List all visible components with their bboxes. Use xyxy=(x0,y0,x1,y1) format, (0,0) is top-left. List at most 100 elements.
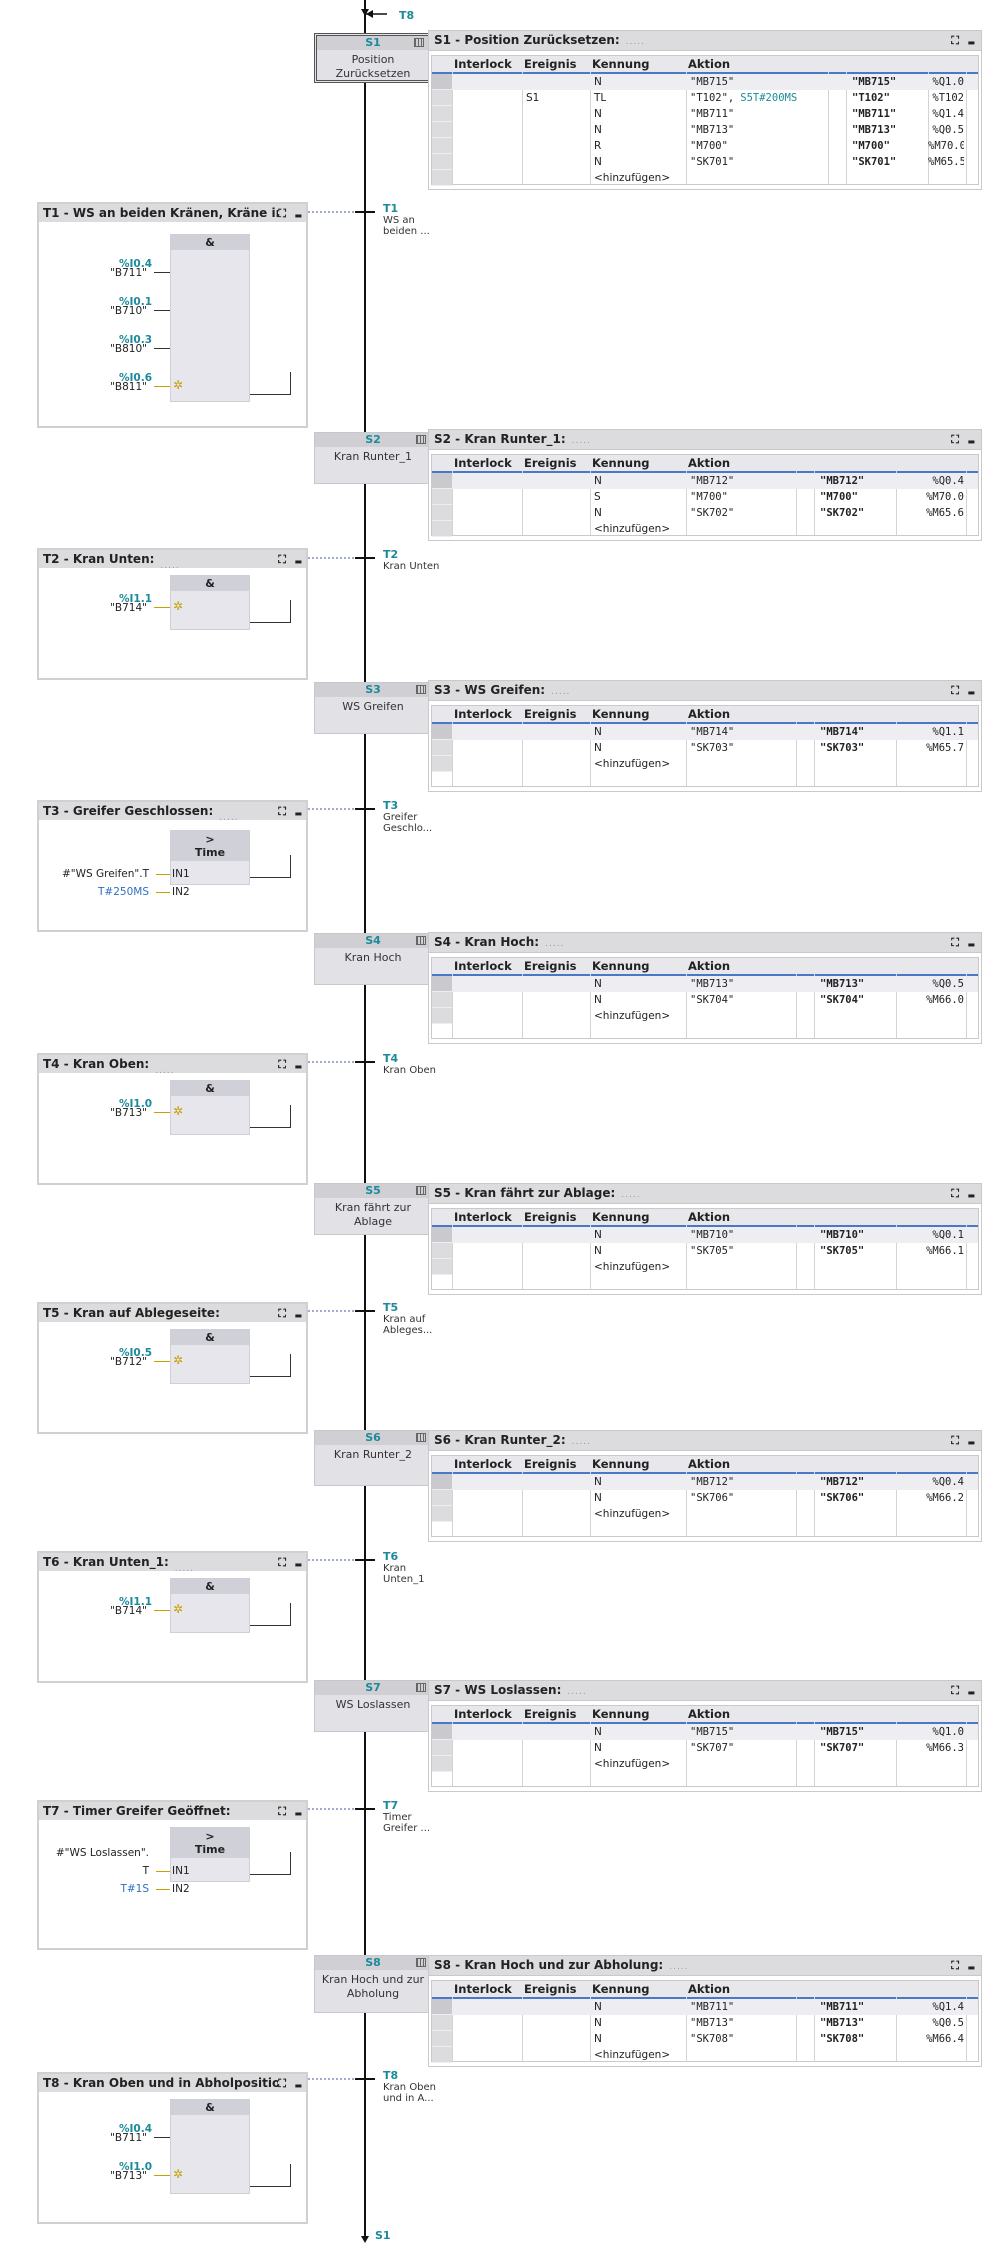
pin-value[interactable]: T#1S xyxy=(120,1883,149,1895)
logic-block[interactable]: & xyxy=(170,2099,250,2194)
input-address[interactable]: %I0.3 xyxy=(118,334,152,346)
open-input-star-icon[interactable]: ✲ xyxy=(173,599,184,613)
action-table-icon[interactable] xyxy=(416,435,426,444)
add-action-label[interactable]: <hinzufügen> xyxy=(594,523,671,535)
row-selector[interactable] xyxy=(432,992,452,1008)
minimize-icon[interactable]: ▬ xyxy=(294,809,302,818)
expand-icon[interactable]: ⛶ xyxy=(951,1434,959,1447)
action-operand[interactable]: "SK701" xyxy=(690,154,734,170)
action-row[interactable]: N"SK703""SK703"%M65.7 xyxy=(432,740,978,756)
action-row[interactable]: N"MB712""MB712"%Q0.4 xyxy=(432,473,978,489)
column-header-interlock[interactable]: Interlock xyxy=(454,1982,512,1996)
jump-label-bottom[interactable]: S1 xyxy=(375,2229,391,2242)
expand-icon[interactable]: ⛶ xyxy=(951,1684,959,1697)
column-header-interlock[interactable]: Interlock xyxy=(454,1210,512,1224)
column-header-event[interactable]: Ereignis xyxy=(524,456,577,470)
expand-icon[interactable]: ⛶ xyxy=(278,2077,286,2090)
column-header-action[interactable]: Aktion xyxy=(688,1210,731,1224)
logic-block[interactable]: & xyxy=(170,234,250,402)
column-header-interlock[interactable]: Interlock xyxy=(454,959,512,973)
column-header-interlock[interactable]: Interlock xyxy=(454,1457,512,1471)
input-address[interactable]: %I1.0 xyxy=(118,1098,152,1110)
action-row[interactable]: N"MB713""MB713"%Q0.5 xyxy=(432,122,978,138)
action-operand[interactable]: "SK702" xyxy=(690,505,734,521)
column-header-id[interactable]: Kennung xyxy=(592,1707,650,1721)
open-input-star-icon[interactable]: ✲ xyxy=(173,1353,184,1367)
action-operand[interactable]: "MB713" xyxy=(690,122,734,138)
column-header-action[interactable]: Aktion xyxy=(688,57,731,71)
action-operand[interactable]: "T102",S5T#200MS xyxy=(690,90,797,106)
action-table-icon[interactable] xyxy=(416,1186,426,1195)
expand-icon[interactable]: ⛶ xyxy=(951,34,959,47)
pin-value[interactable]: #"WS Loslassen". xyxy=(55,1847,149,1859)
logic-block[interactable]: >Time xyxy=(170,830,250,885)
action-row[interactable]: N"MB713""MB713"%Q0.5 xyxy=(432,976,978,992)
expand-icon[interactable]: ⛶ xyxy=(278,805,286,818)
action-operand[interactable]: "SK708" xyxy=(690,2031,734,2047)
minimize-icon[interactable]: ▬ xyxy=(967,38,975,47)
action-row[interactable]: R"M700""M700"%M70.0 xyxy=(432,138,978,154)
action-row[interactable]: N"SK706""SK706"%M66.2 xyxy=(432,1490,978,1506)
row-selector[interactable] xyxy=(432,122,452,138)
input-tag[interactable]: "B810" xyxy=(110,343,147,355)
action-table-icon[interactable] xyxy=(416,685,426,694)
add-action-label[interactable]: <hinzufügen> xyxy=(594,2049,671,2061)
action-operand[interactable]: "MB712" xyxy=(690,473,734,489)
expand-icon[interactable]: ⛶ xyxy=(951,936,959,949)
action-row[interactable]: N"MB712""MB712"%Q0.4 xyxy=(432,1474,978,1490)
action-table-icon[interactable] xyxy=(414,38,424,47)
add-action-row[interactable]: <hinzufügen> xyxy=(432,756,978,772)
expand-icon[interactable]: ⛶ xyxy=(278,553,286,566)
input-address[interactable]: %I0.4 xyxy=(118,258,152,270)
action-row[interactable]: N"MB711""MB711"%Q1.4 xyxy=(432,106,978,122)
action-operand[interactable]: "SK704" xyxy=(690,992,734,1008)
minimize-icon[interactable]: ▬ xyxy=(294,557,302,566)
action-table-icon[interactable] xyxy=(416,1958,426,1967)
row-selector[interactable] xyxy=(432,756,452,772)
input-address[interactable]: %I1.1 xyxy=(118,1596,152,1608)
column-header-action[interactable]: Aktion xyxy=(688,1982,731,1996)
action-operand[interactable]: "MB710" xyxy=(690,1227,734,1243)
row-selector[interactable] xyxy=(432,505,452,521)
column-header-action[interactable]: Aktion xyxy=(688,707,731,721)
transition-number-t5[interactable]: T5 xyxy=(383,1301,399,1314)
column-header-action[interactable]: Aktion xyxy=(688,456,731,470)
action-operand[interactable]: "MB711" xyxy=(690,106,734,122)
logic-block[interactable]: >Time xyxy=(170,1827,250,1882)
add-action-row[interactable]: <hinzufügen> xyxy=(432,1756,978,1772)
action-row[interactable]: N"MB711""MB711"%Q1.4 xyxy=(432,1999,978,2015)
minimize-icon[interactable]: ▬ xyxy=(967,1191,975,1200)
row-selector[interactable] xyxy=(432,1259,452,1275)
action-operand[interactable]: "MB715" xyxy=(690,74,734,90)
input-tag[interactable]: "B811" xyxy=(110,381,147,393)
expand-icon[interactable]: ⛶ xyxy=(951,1959,959,1972)
action-row[interactable]: N"SK705""SK705"%M66.1 xyxy=(432,1243,978,1259)
minimize-icon[interactable]: ▬ xyxy=(967,688,975,697)
expand-icon[interactable]: ⛶ xyxy=(951,1187,959,1200)
row-selector[interactable] xyxy=(432,2047,452,2063)
add-action-row[interactable]: <hinzufügen> xyxy=(432,2047,978,2063)
column-header-id[interactable]: Kennung xyxy=(592,959,650,973)
action-table-icon[interactable] xyxy=(416,1433,426,1442)
row-selector[interactable] xyxy=(432,1506,452,1522)
pin-value[interactable]: #"WS Greifen".T xyxy=(61,868,149,880)
input-address[interactable]: %I0.4 xyxy=(118,2123,152,2135)
action-row[interactable]: S"M700""M700"%M70.0 xyxy=(432,489,978,505)
minimize-icon[interactable]: ▬ xyxy=(967,1688,975,1697)
pin-value[interactable]: T#250MS xyxy=(98,886,149,898)
row-selector[interactable] xyxy=(432,1740,452,1756)
column-header-event[interactable]: Ereignis xyxy=(524,57,577,71)
column-header-event[interactable]: Ereignis xyxy=(524,707,577,721)
action-row[interactable]: N"MB715""MB715"%Q1.0 xyxy=(432,74,978,90)
column-header-interlock[interactable]: Interlock xyxy=(454,456,512,470)
add-action-row[interactable]: <hinzufügen> xyxy=(432,1259,978,1275)
add-action-row[interactable]: <hinzufügen> xyxy=(432,170,978,186)
transition-number-t2[interactable]: T2 xyxy=(383,548,399,561)
minimize-icon[interactable]: ▬ xyxy=(294,1809,302,1818)
